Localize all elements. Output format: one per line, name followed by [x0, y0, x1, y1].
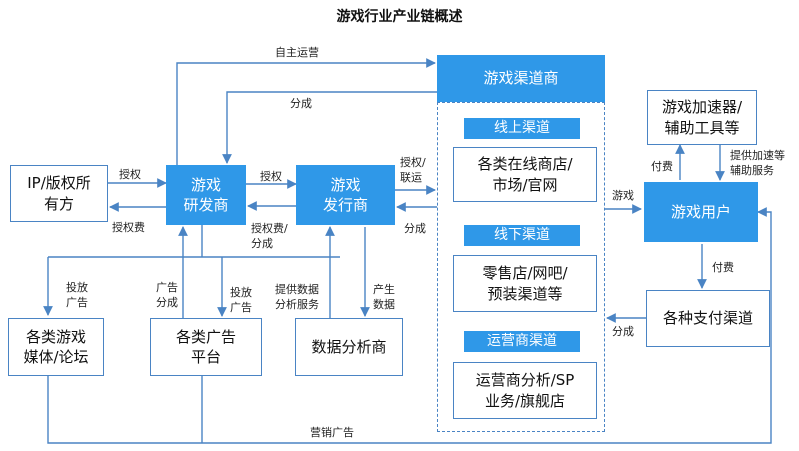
license-ip-label: 授权	[119, 168, 141, 181]
ad-to-platform-label: 投放 广告	[230, 286, 252, 314]
data-analyst-node: 数据分析商	[295, 318, 403, 376]
accelerator-node: 游戏加速器/ 辅助工具等	[647, 90, 757, 145]
ad-platform-node: 各类广告 平台	[150, 318, 262, 376]
revenue-share-payment-label: 分成	[612, 325, 634, 338]
revenue-share-channel-label: 分成	[404, 222, 426, 235]
offline-channel-node: 零售店/网吧/ 预装渠道等	[453, 255, 597, 312]
publisher-node: 游戏 发行商	[296, 165, 395, 225]
ip-owner-node: IP/版权所 有方	[10, 165, 108, 222]
payment-node: 各种支付渠道	[646, 290, 770, 347]
license-pub-label: 授权	[260, 170, 282, 183]
ad-share-label: 广告 分成	[156, 281, 178, 309]
accel-service-label: 提供加速等 辅助服务	[730, 149, 785, 177]
license-fee-pub-label: 授权费/ 分成	[251, 222, 288, 250]
pay-to-payment-label: 付费	[712, 261, 734, 274]
carrier-channel-label: 运营商渠道	[464, 331, 580, 352]
diagram-title: 游戏行业产业链概述	[336, 9, 463, 25]
marketing-ads-label: 营销广告	[310, 426, 354, 439]
channel-header-node: 游戏渠道商	[437, 55, 605, 102]
channel-group-frame	[437, 102, 605, 432]
provide-data-label: 提供数据 分析服务	[275, 283, 319, 311]
license-joint-label: 授权/ 联运	[400, 156, 426, 184]
revenue-share-top-label: 分成	[290, 97, 312, 110]
produce-data-label: 产生 数据	[373, 283, 395, 311]
online-channel-node: 各类在线商店/ 市场/官网	[453, 147, 597, 202]
game-label: 游戏	[612, 189, 634, 202]
online-channel-label: 线上渠道	[464, 118, 580, 139]
users-node: 游戏用户	[644, 182, 758, 242]
self-operate-label: 自主运营	[275, 46, 319, 59]
license-fee-ip-label: 授权费	[112, 221, 145, 234]
carrier-channel-node: 运营商分析/SP 业务/旗舰店	[453, 362, 597, 419]
ad-to-media-label: 投放 广告	[66, 281, 88, 309]
media-node: 各类游戏 媒体/论坛	[8, 318, 104, 376]
offline-channel-label: 线下渠道	[464, 225, 580, 246]
pay-to-accel-label: 付费	[651, 160, 673, 173]
developer-node: 游戏 研发商	[166, 165, 246, 225]
